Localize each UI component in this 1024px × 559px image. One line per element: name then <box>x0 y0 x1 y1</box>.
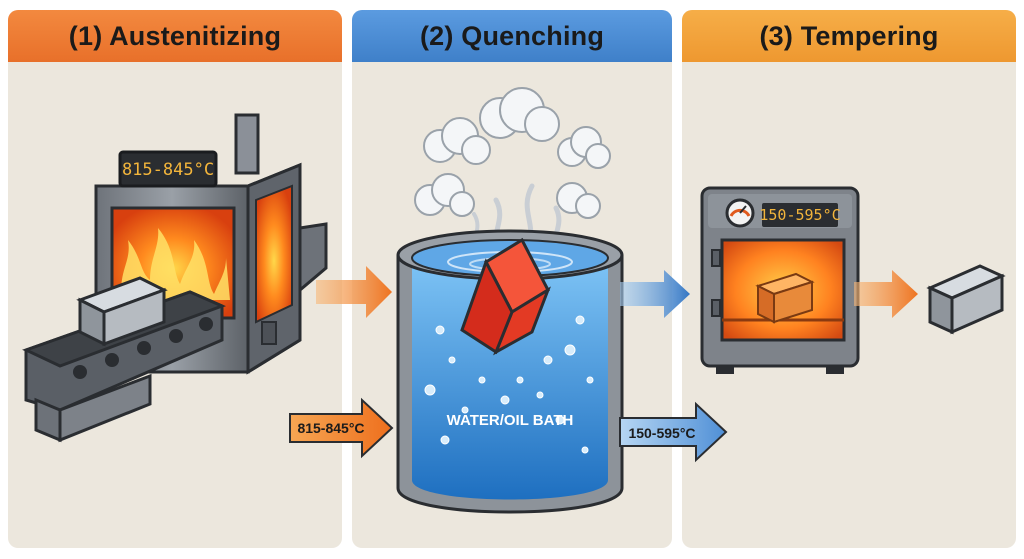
austenitizing-temp-arrow: 815-845°C <box>289 397 394 459</box>
austenitizing-temp-label: 815-845°C <box>297 420 364 436</box>
furnace-temp-text: 815-845°C <box>122 160 214 180</box>
furnace-temp-display <box>118 150 218 188</box>
oven-temp-display <box>762 203 838 227</box>
steel-block-oven <box>755 272 815 324</box>
tempering-temp-label: 150-595°C <box>628 425 695 441</box>
process-arrow-3 <box>854 270 918 318</box>
water-bath <box>412 262 608 500</box>
steel-block-1 <box>76 276 168 347</box>
tempering-oven: 150-595°C <box>700 186 860 374</box>
oven-temp-text: 150-595°C <box>759 206 840 224</box>
hot-steel-block <box>460 237 551 356</box>
steel-block-final <box>926 264 1006 335</box>
quench-tank: WATER/OIL BATH <box>396 229 624 514</box>
process-arrow-2 <box>620 270 690 318</box>
header-quenching: (2) Quenching <box>352 10 672 62</box>
bath-label: WATER/OIL BATH <box>447 412 574 429</box>
header-austenitizing: (1) Austenitizing <box>8 10 342 62</box>
header-tempering: (3) Tempering <box>682 10 1016 62</box>
process-arrow-1 <box>316 266 392 318</box>
tempering-temp-arrow: 150-595°C <box>619 401 728 463</box>
chimney <box>234 113 260 175</box>
